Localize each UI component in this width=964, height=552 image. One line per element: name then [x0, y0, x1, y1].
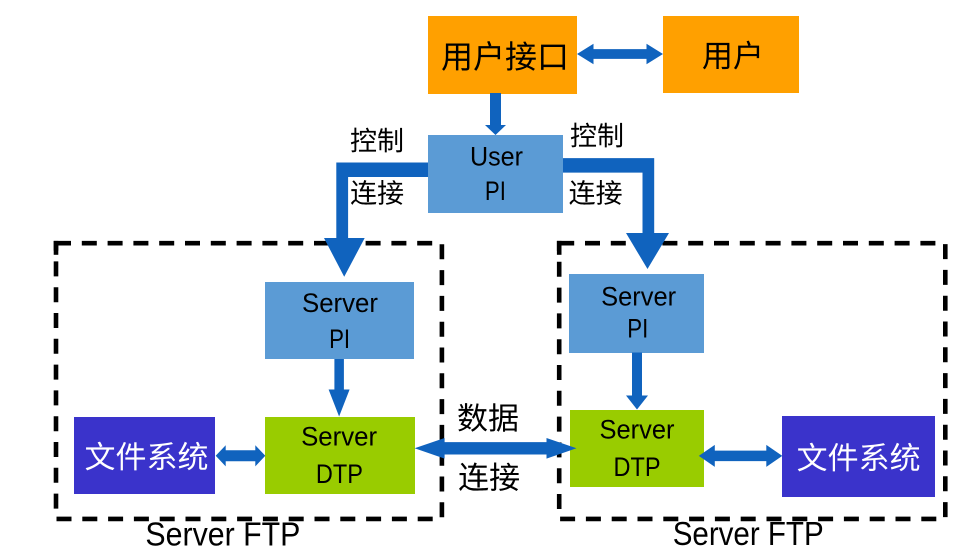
- svg-text:DTP: DTP: [614, 452, 661, 482]
- svg-text:PI: PI: [485, 176, 506, 206]
- svg-text:Server FTP: Server FTP: [673, 515, 824, 552]
- svg-text:User: User: [470, 142, 523, 172]
- svg-text:DTP: DTP: [316, 459, 363, 489]
- svg-text:PI: PI: [627, 314, 648, 344]
- svg-text:PI: PI: [329, 324, 350, 354]
- svg-text:Server: Server: [301, 422, 377, 452]
- svg-text:Server: Server: [601, 281, 676, 311]
- svg-text:Server: Server: [302, 288, 378, 318]
- svg-text:Server: Server: [600, 415, 675, 445]
- svg-text:Server FTP: Server FTP: [145, 516, 300, 552]
